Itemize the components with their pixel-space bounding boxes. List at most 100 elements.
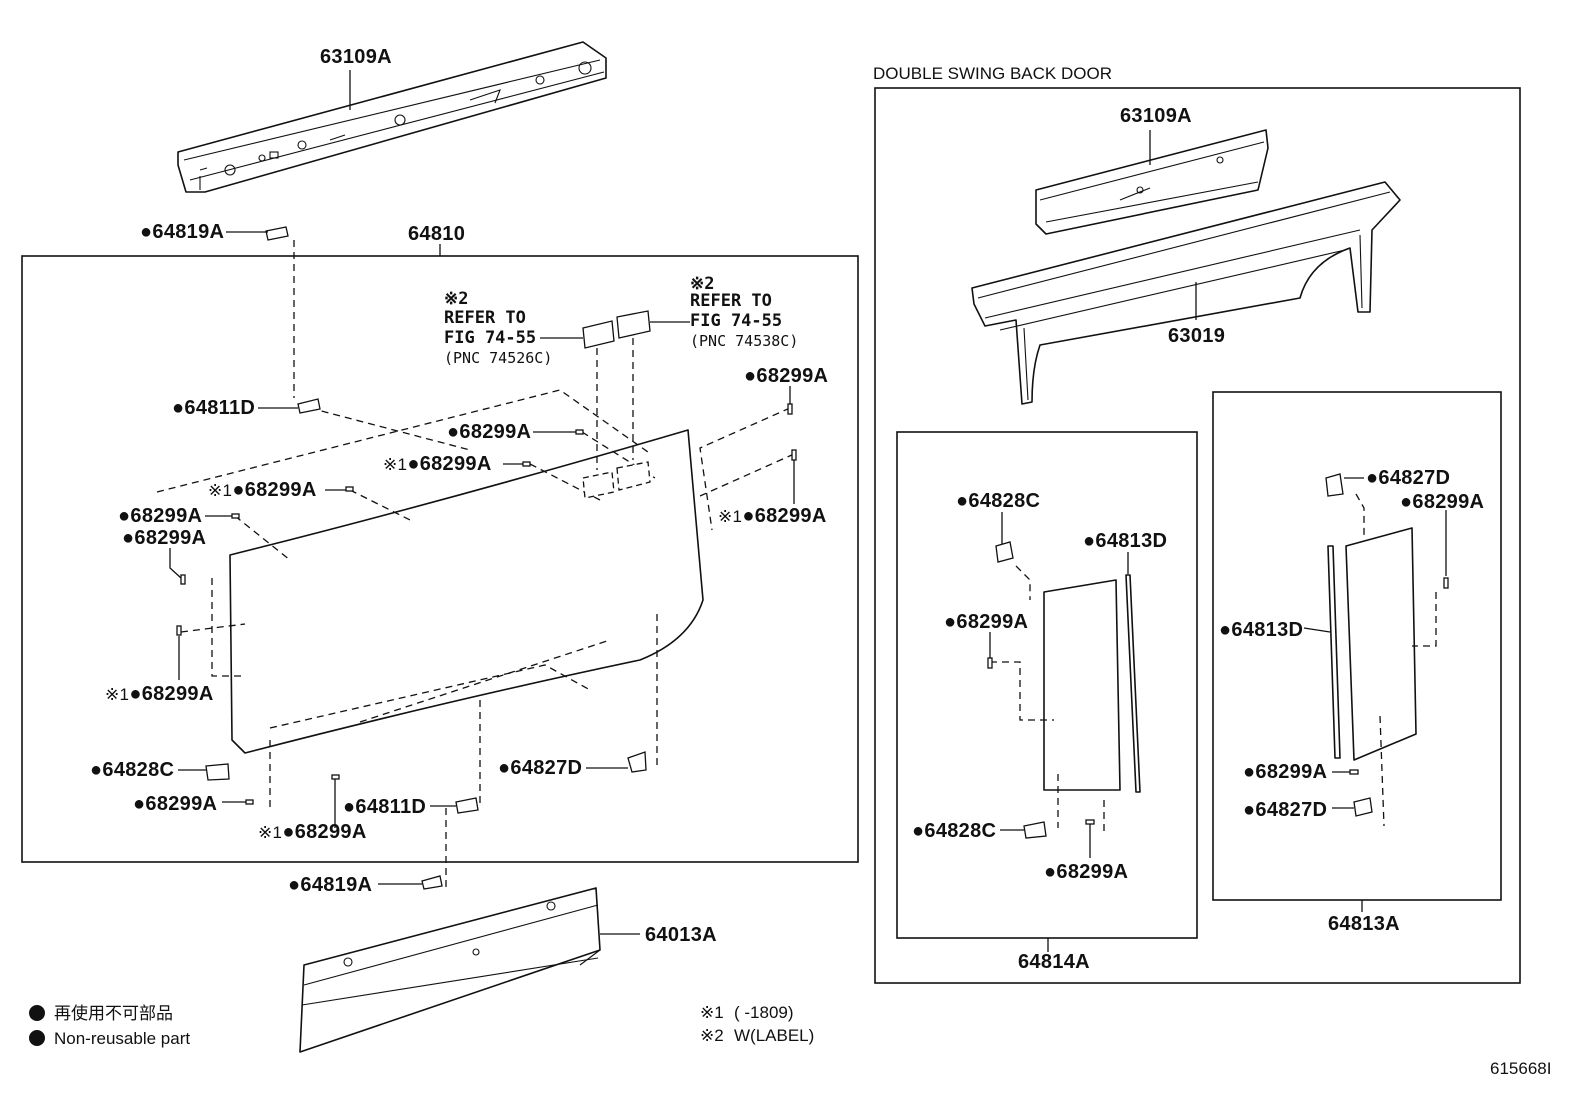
w-label-left (582, 320, 615, 499)
part-number-text: 64013A (645, 924, 717, 946)
part-label-64819a: ●64819A (288, 874, 372, 896)
non-reusable-dot-icon: ● (172, 397, 184, 419)
part-label-68299a: ●68299A (744, 365, 828, 387)
legend-en: Non-reusable part (54, 1029, 190, 1048)
part-number-text: 64827D (1255, 799, 1327, 821)
refer-left-line1: REFER TO (444, 308, 526, 328)
non-reusable-dot-icon: ● (232, 479, 244, 501)
part-glass-64814a (987, 541, 1141, 839)
part-number-text: 68299A (756, 365, 828, 387)
part-number-text: 63109A (1120, 105, 1192, 127)
part-label-63109a: 63109A (320, 46, 392, 68)
note-mark: ※1 (208, 481, 232, 500)
part-glass-64813a (1325, 473, 1449, 827)
part-number-text: 64828C (924, 820, 996, 842)
note-mark: ※1 (105, 685, 129, 704)
part-number-text: 64810 (408, 223, 465, 245)
non-reusable-dot-icon: ● (1400, 491, 1412, 513)
part-label-63109a: 63109A (1120, 105, 1192, 127)
legend-dot-en (29, 1030, 45, 1046)
part-label-68299a: ※1●68299A (383, 453, 492, 475)
refer-right-line2: FIG 74-55 (690, 311, 782, 331)
part-number-text: 64814A (1018, 951, 1090, 973)
part-label-68299a: ●68299A (118, 505, 202, 527)
legend-dot-ja (29, 1005, 45, 1021)
part-label-64827d: ●64827D (1243, 799, 1327, 821)
header-double-swing-back-door: DOUBLE SWING BACK DOOR (873, 64, 1112, 83)
clip-parts-left (176, 226, 797, 890)
part-header-63019 (971, 181, 1401, 405)
part-label-68299a: ●68299A (133, 793, 217, 815)
refer-right-mark: ※2 (690, 274, 714, 294)
part-number-text: 64819A (300, 874, 372, 896)
part-number-text: 63019 (1168, 325, 1225, 347)
part-label-64810: 64810 (408, 223, 465, 245)
non-reusable-dot-icon: ● (744, 365, 756, 387)
part-label-64811d: ●64811D (172, 397, 255, 419)
leader-68299a-l2 (169, 548, 182, 579)
dash-68299a-r1 (699, 407, 791, 531)
part-label-68299a: ●68299A (122, 527, 206, 549)
w-label-right (616, 310, 651, 491)
part-label-68299a: ●68299A (944, 611, 1028, 633)
part-label-64813d: ●64813D (1219, 619, 1303, 641)
part-label-64013a: 64013A (645, 924, 717, 946)
non-reusable-dot-icon: ● (912, 820, 924, 842)
part-number-text: 64813A (1328, 913, 1400, 935)
part-label-68299a: ●68299A (1243, 761, 1327, 783)
non-reusable-dot-icon: ● (343, 796, 355, 818)
part-number-text: 64819A (152, 221, 224, 243)
part-panel-64013a (299, 887, 601, 1053)
non-reusable-dot-icon: ● (122, 527, 134, 549)
dash-68299a-c1 (581, 431, 656, 479)
part-rail-63109a-top (177, 41, 607, 193)
refer-right-pnc: (PNC 74538C) (690, 332, 798, 350)
part-number-text: 64827D (1378, 467, 1450, 489)
refer-left-pnc: (PNC 74526C) (444, 349, 552, 367)
frame-64813a (1212, 391, 1502, 901)
non-reusable-dot-icon: ● (140, 221, 152, 243)
refer-left-line2: FIG 74-55 (444, 328, 536, 348)
dash-64811d-left (309, 407, 471, 451)
part-number-text: 68299A (1255, 761, 1327, 783)
part-number-text: 68299A (459, 421, 531, 443)
note1-text: ( -1809) (734, 1003, 794, 1022)
part-label-68299a: ※1●68299A (258, 821, 367, 843)
non-reusable-dot-icon: ● (498, 757, 510, 779)
non-reusable-dot-icon: ● (1083, 530, 1095, 552)
note-mark: ※1 (258, 823, 282, 842)
non-reusable-dot-icon: ● (1243, 799, 1255, 821)
part-number-text: 64813D (1095, 530, 1167, 552)
dash-68299a-r2 (699, 453, 795, 497)
non-reusable-dot-icon: ● (90, 759, 102, 781)
part-number-text: 68299A (755, 505, 827, 527)
part-number-text: 68299A (142, 683, 214, 705)
non-reusable-dot-icon: ● (129, 683, 141, 705)
non-reusable-dot-icon: ● (956, 490, 968, 512)
part-number-text: 63109A (320, 46, 392, 68)
frame-64814a (896, 431, 1198, 939)
non-reusable-dot-icon: ● (288, 874, 300, 896)
part-label-64828c: ●64828C (90, 759, 174, 781)
part-label-64814a: 64814A (1018, 951, 1090, 973)
part-number-text: 68299A (130, 505, 202, 527)
non-reusable-dot-icon: ● (407, 453, 419, 475)
non-reusable-dot-icon: ● (118, 505, 130, 527)
part-label-64819a: ●64819A (140, 221, 224, 243)
non-reusable-dot-icon: ● (1044, 861, 1056, 883)
part-rail-63109a-right (1035, 129, 1269, 235)
part-label-63019: 63019 (1168, 325, 1225, 347)
part-back-glass-64810 (156, 389, 704, 754)
non-reusable-dot-icon: ● (1366, 467, 1378, 489)
part-label-64813a: 64813A (1328, 913, 1400, 935)
part-number-text: 68299A (295, 821, 367, 843)
part-label-64827d: ●64827D (1366, 467, 1450, 489)
part-number-text: 68299A (134, 527, 206, 549)
part-label-64827d: ●64827D (498, 757, 582, 779)
non-reusable-dot-icon: ● (447, 421, 459, 443)
part-number-text: 68299A (1412, 491, 1484, 513)
part-label-68299a: ※1●68299A (718, 505, 827, 527)
non-reusable-dot-icon: ● (133, 793, 145, 815)
refer-right-line1: REFER TO (690, 291, 772, 311)
